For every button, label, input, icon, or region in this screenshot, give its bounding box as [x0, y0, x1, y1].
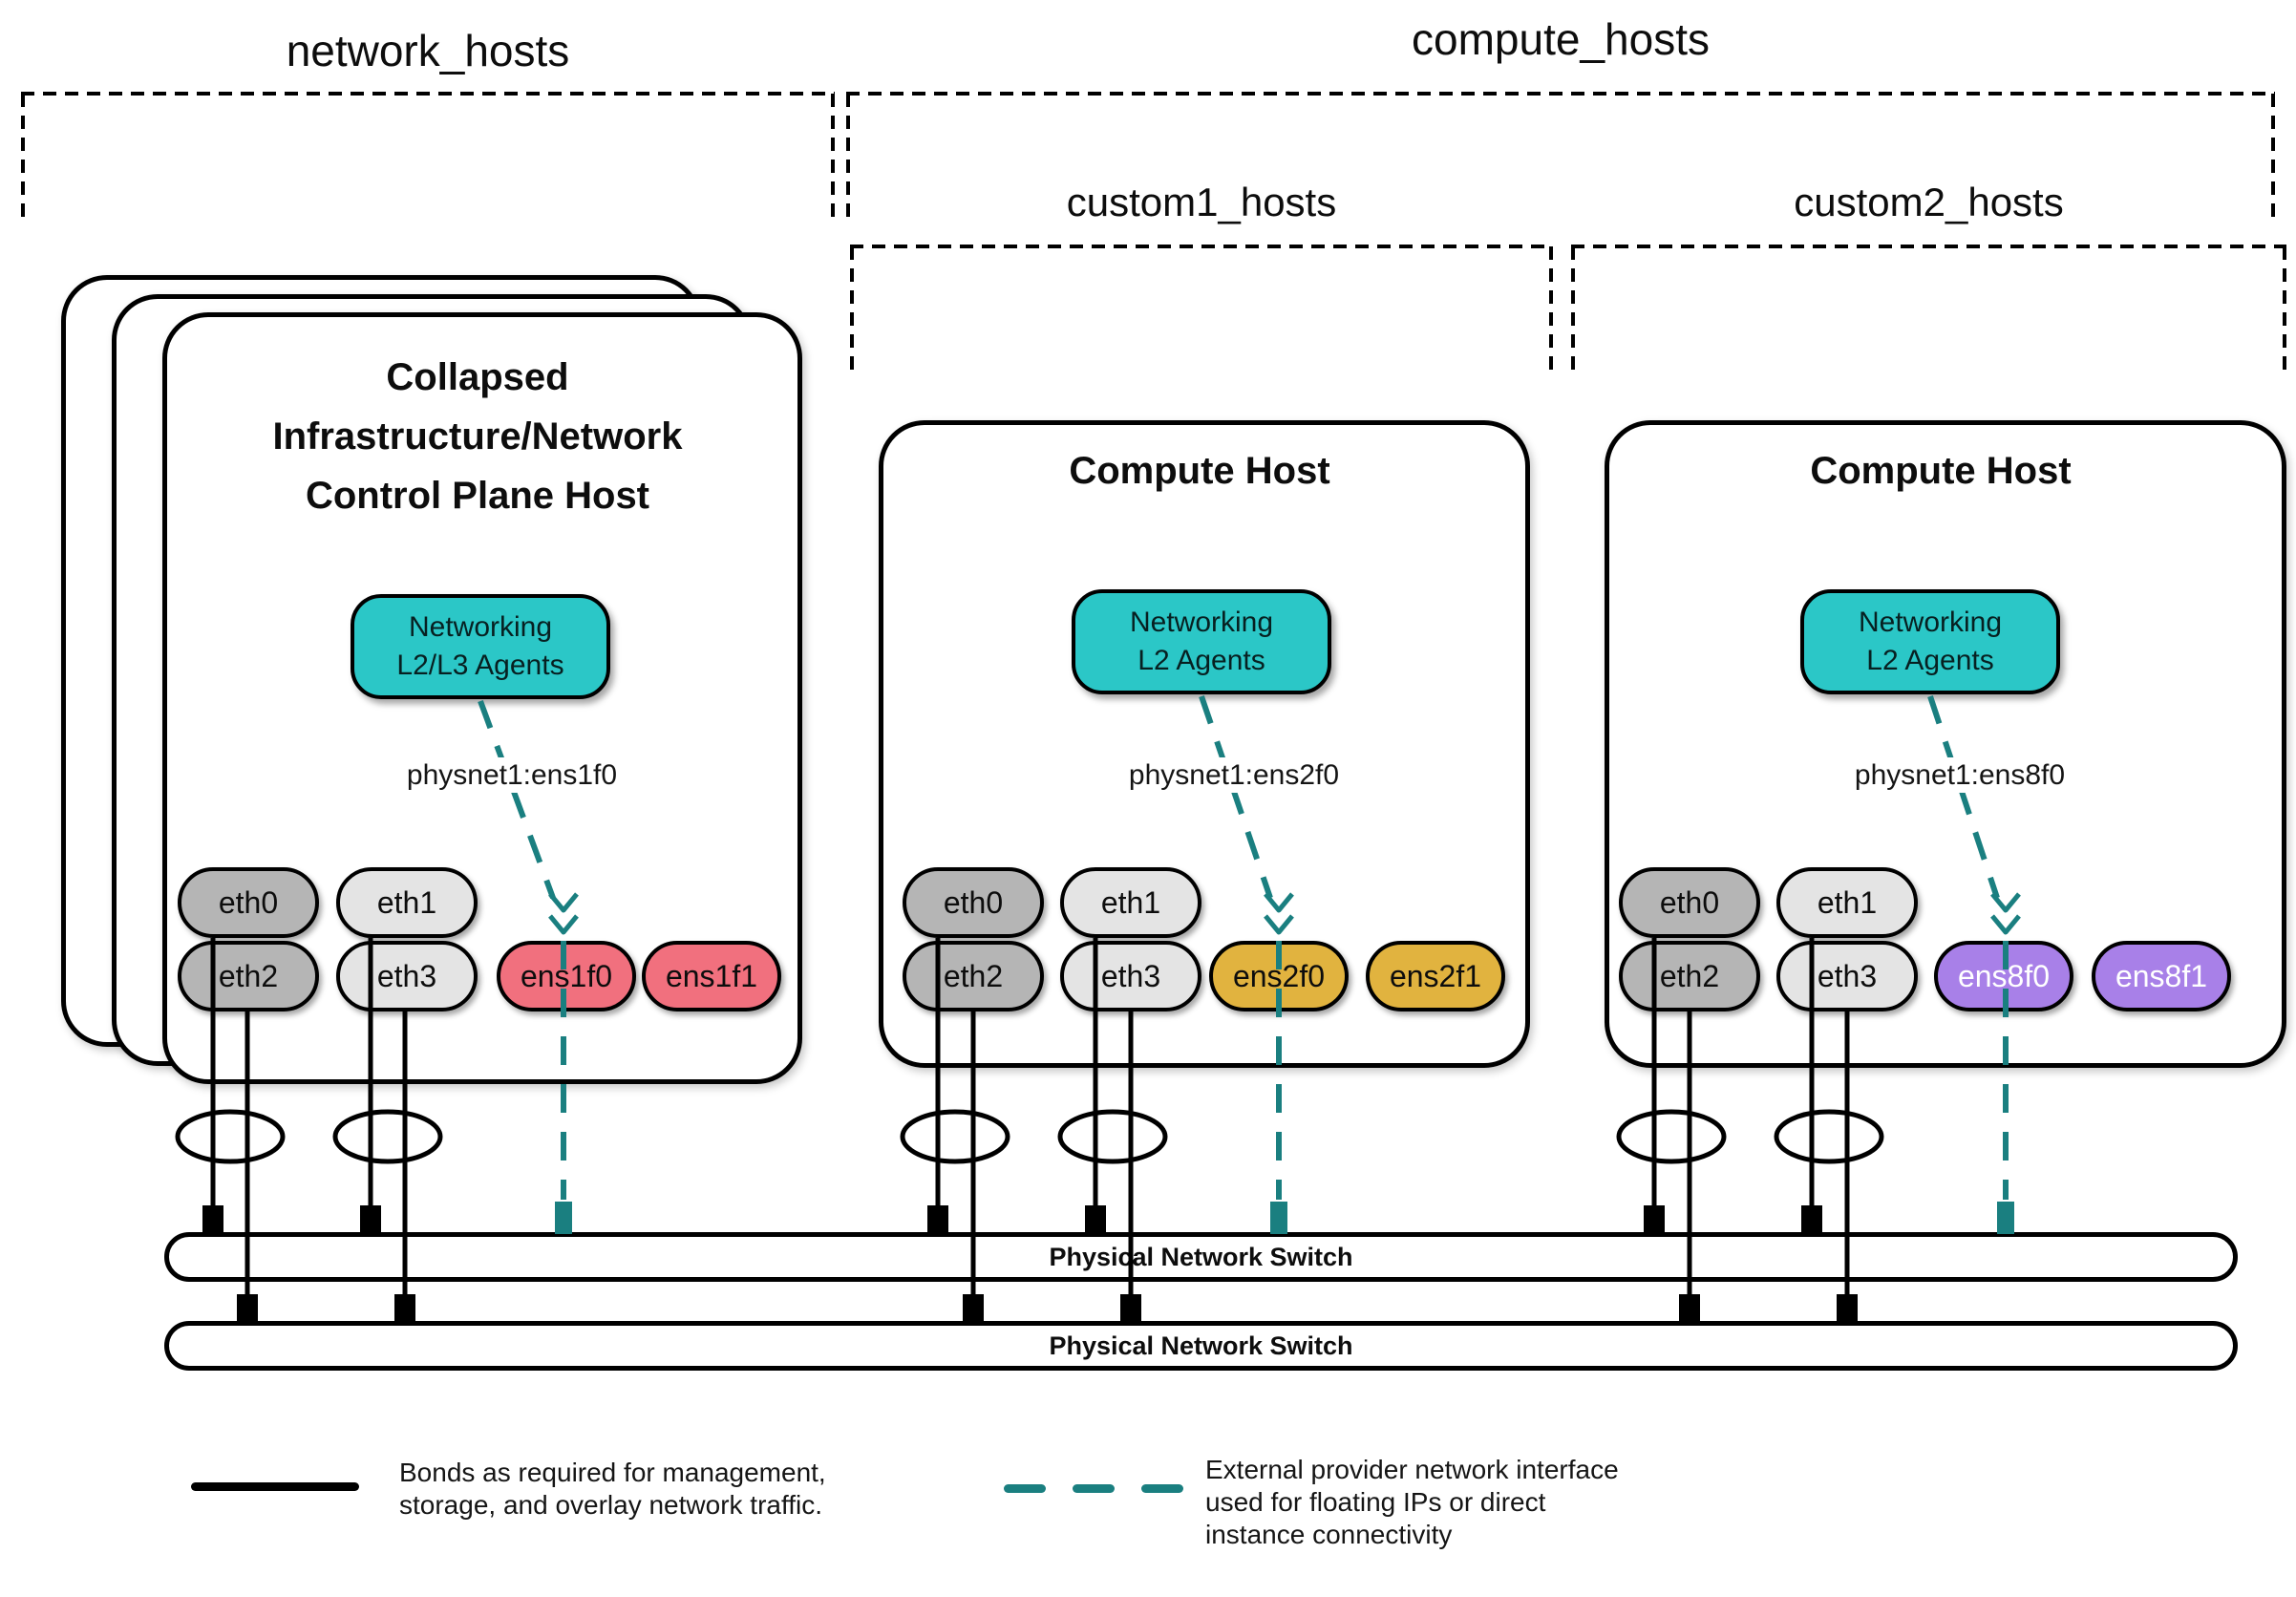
- group-label-custom2-hosts: custom2_hosts: [1794, 180, 2064, 224]
- switch-2-label: Physical Network Switch: [1049, 1331, 1353, 1360]
- nic-pill-eth0: eth0: [903, 867, 1044, 938]
- switch-1-label: Physical Network Switch: [1049, 1242, 1353, 1271]
- physical-network-switch-2: Physical Network Switch: [164, 1321, 2238, 1371]
- nic-pill-eth3: eth3: [336, 941, 478, 1011]
- legend-bond-line-sample: [191, 1482, 359, 1491]
- nic-pill-eth2: eth2: [903, 941, 1044, 1011]
- physnet-label-compute-2: physnet1:ens8f0: [1817, 757, 2103, 793]
- agent-label-line1: Networking: [1129, 607, 1274, 638]
- control-plane-host-title: Collapsed Infrastructure/Network Control…: [162, 348, 793, 525]
- nic-pill-eth0: eth0: [178, 867, 319, 938]
- compute-host-1-title: Compute Host: [1069, 450, 1330, 492]
- control-plane-networking-agents-box: Networking L2/L3 Agents: [351, 594, 610, 699]
- nic-pill-ens2f0: ens2f0: [1209, 941, 1349, 1011]
- agent-label-line1: Networking: [408, 611, 553, 643]
- physnet-label-control-plane: physnet1:ens1f0: [369, 757, 655, 793]
- agent-label-line2: L2 Agents: [1137, 645, 1265, 676]
- bond-ellipses: [175, 1109, 1884, 1164]
- nic-pill-eth3: eth3: [1776, 941, 1918, 1011]
- provider-port-connectors: [555, 1202, 2014, 1234]
- compute-host-2-networking-agents-box: Networking L2 Agents: [1800, 589, 2060, 694]
- group-label-compute-hosts: compute_hosts: [1412, 14, 1710, 64]
- switch1-port-connectors: [202, 1205, 1822, 1233]
- nic-pill-eth1: eth1: [1060, 867, 1201, 938]
- legend-provider-dash-sample: [1073, 1484, 1115, 1493]
- group-label-network-hosts: network_hosts: [286, 26, 570, 75]
- nic-pill-eth2: eth2: [1619, 941, 1760, 1011]
- legend-bond-text: Bonds as required for management, storag…: [399, 1458, 826, 1520]
- legend-provider-text: External provider network interface used…: [1205, 1455, 1619, 1549]
- group-label-custom1-hosts: custom1_hosts: [1066, 180, 1337, 224]
- nic-pill-eth3: eth3: [1060, 941, 1201, 1011]
- agent-label-line2: L2/L3 Agents: [396, 649, 564, 681]
- nic-pill-eth2: eth2: [178, 941, 319, 1011]
- group-bracket-custom2-hosts: [1571, 245, 2286, 371]
- nic-pill-ens1f1: ens1f1: [642, 941, 781, 1011]
- nic-pill-ens1f0: ens1f0: [497, 941, 636, 1011]
- switch2-port-connectors: [237, 1294, 1858, 1322]
- physnet-label-compute-1: physnet1:ens2f0: [1091, 757, 1377, 793]
- agent-label-line2: L2 Agents: [1866, 645, 1994, 676]
- nic-pill-eth1: eth1: [336, 867, 478, 938]
- group-bracket-network-hosts: [21, 92, 835, 218]
- nic-pill-ens2f1: ens2f1: [1366, 941, 1505, 1011]
- compute-host-1-networking-agents-box: Networking L2 Agents: [1072, 589, 1331, 694]
- compute-host-2-title: Compute Host: [1810, 450, 2072, 492]
- control-plane-host-title-line2: Infrastructure/Network: [272, 415, 683, 458]
- agent-label-line1: Networking: [1858, 607, 2003, 638]
- control-plane-host-title-line3: Control Plane Host: [305, 475, 650, 517]
- nic-pill-eth1: eth1: [1776, 867, 1918, 938]
- control-plane-host-title-line1: Collapsed: [386, 356, 569, 398]
- legend-provider-dash-sample: [1004, 1484, 1046, 1493]
- legend-provider-dash-sample: [1141, 1484, 1183, 1493]
- nic-pill-eth0: eth0: [1619, 867, 1760, 938]
- group-bracket-custom1-hosts: [850, 245, 1553, 371]
- nic-pill-ens8f1: ens8f1: [2092, 941, 2231, 1011]
- nic-pill-ens8f0: ens8f0: [1934, 941, 2073, 1011]
- physical-network-switch-1: Physical Network Switch: [164, 1232, 2238, 1282]
